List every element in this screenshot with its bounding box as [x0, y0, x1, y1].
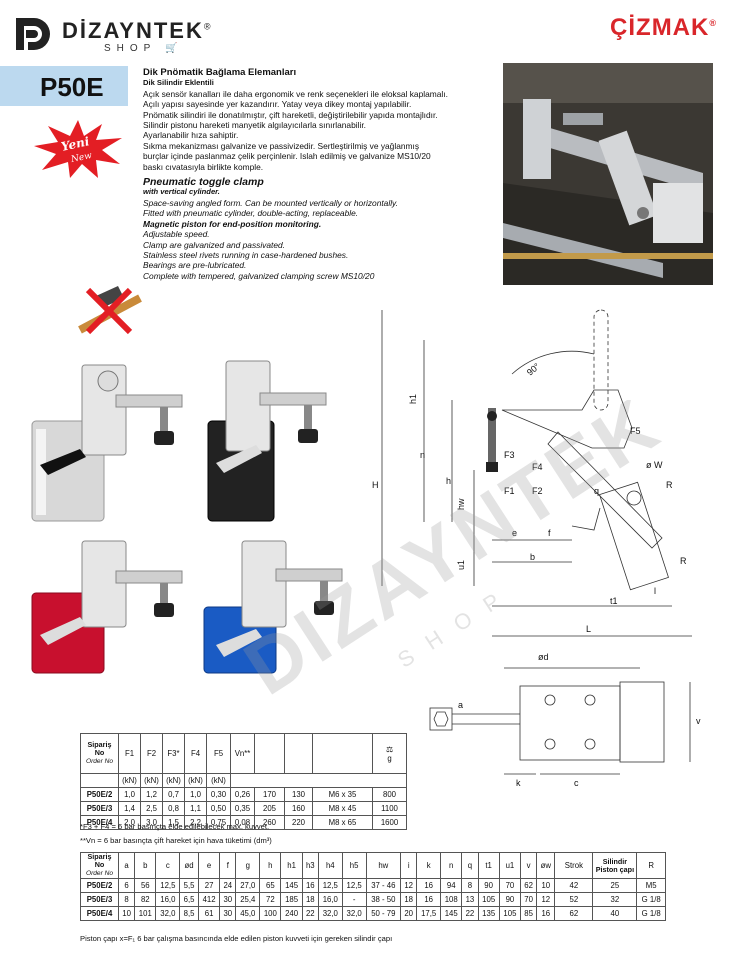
description: Dik Pnömatik Bağlama Elemanları Dik Sili…: [143, 67, 495, 281]
model-tab: P50E: [0, 66, 128, 106]
badge-yeni: Yeni: [60, 134, 91, 154]
dim-F2: F2: [532, 486, 543, 496]
new-badge: Yeni New: [34, 120, 122, 178]
dim-n: n: [420, 450, 425, 460]
top-view-drawing: ød a k c v: [429, 652, 701, 786]
no-hammer-icon: [78, 286, 142, 335]
dim-F3: F3: [504, 450, 515, 460]
t1-head-weight: ⚖g: [372, 733, 407, 774]
clamp-black: [207, 360, 327, 522]
cart-icon: 🛒: [164, 43, 184, 54]
dim-F5: F5: [630, 426, 641, 436]
side-view-drawing: 90° h1 n h hw H u1 F5 F3 F4 F1 F2 ø W R …: [372, 309, 692, 637]
t1-head-vn: Vn**: [230, 733, 255, 774]
dim-c: c: [574, 778, 579, 786]
t1-unit: (kN): [184, 773, 207, 788]
dim-h: h: [446, 476, 451, 486]
application-photo: [503, 63, 713, 285]
dim-t1: t1: [610, 596, 618, 606]
t1-units-gap: [230, 773, 407, 788]
desc-lines-tr: Açık sensör kanalları ile daha ergonomik…: [143, 88, 448, 172]
dizayntek-mark-icon: [16, 18, 50, 50]
t1-head-gap: [284, 733, 313, 774]
dim-v: v: [696, 716, 701, 726]
t1-head-f3: F3*: [162, 733, 185, 774]
t1-unit: (kN): [162, 773, 185, 788]
note-piston: Piston çapı x=F₁ 6 bar çalışma basıncınd…: [80, 934, 393, 943]
dim-F4: F4: [532, 462, 543, 472]
dim-u1: u1: [456, 560, 466, 570]
dim-R1: R: [666, 480, 673, 490]
brand-shop: SHOP 🛒: [104, 43, 184, 54]
cizmak-logo[interactable]: ÇİZMAK®: [610, 14, 717, 41]
t1-head-f4: F4: [184, 733, 207, 774]
dim-h1: h1: [408, 394, 418, 404]
dim-hw: hw: [456, 498, 466, 510]
t1-head-angle-icon: [254, 733, 285, 774]
desc-subtitle-en: with vertical cylinder.: [143, 187, 220, 197]
dim-F1: F1: [504, 486, 515, 496]
clamp-blue: [203, 540, 343, 674]
t1-head-f2: F2: [140, 733, 163, 774]
dim-q: q: [594, 486, 599, 496]
product-photos: [31, 360, 343, 674]
dim-f: f: [548, 528, 551, 538]
brand-name: DİZAYNTEK®: [62, 18, 213, 43]
dim-R2: R: [680, 556, 687, 566]
t1-head-f1: F1: [118, 733, 141, 774]
dim-e: e: [512, 528, 517, 538]
desc-title-en: Pneumatic toggle clamp: [143, 176, 264, 189]
t1-unit: (kN): [140, 773, 163, 788]
dim-l: l: [654, 586, 656, 596]
dim-b: b: [530, 552, 535, 562]
t1-head-f5: F5: [206, 733, 231, 774]
dim-angle: 90°: [525, 361, 542, 378]
dim-od: ød: [538, 652, 549, 662]
scale-icon: ⚖: [386, 744, 393, 754]
t1-head-screw-icon: [312, 733, 373, 774]
desc-lines-en: Space-saving angled form. Can be mounted…: [143, 197, 398, 281]
desc-title-tr: Dik Pnömatik Bağlama Elemanları: [143, 67, 297, 78]
dim-oW: ø W: [646, 460, 663, 470]
t1-unit: (kN): [118, 773, 141, 788]
t1-units-gap: [80, 773, 119, 788]
desc-subtitle-tr: Dik Silindir Eklentili: [143, 78, 214, 88]
note-f3f4: *F3 + F4 = 6 bar basınçta elde edilebile…: [80, 822, 270, 831]
t1-unit: (kN): [206, 773, 231, 788]
clamp-red: [31, 540, 183, 674]
dim-k: k: [516, 778, 521, 786]
dim-H: H: [372, 480, 379, 490]
dim-L: L: [586, 624, 591, 634]
clamp-silver: [31, 364, 183, 522]
dim-a: a: [458, 700, 463, 710]
dizayntek-logo[interactable]: DİZAYNTEK® SHOP 🛒: [12, 12, 252, 56]
badge-new: New: [69, 151, 93, 165]
note-vn: **Vn = 6 bar basınçta çift hareket için …: [80, 836, 272, 845]
